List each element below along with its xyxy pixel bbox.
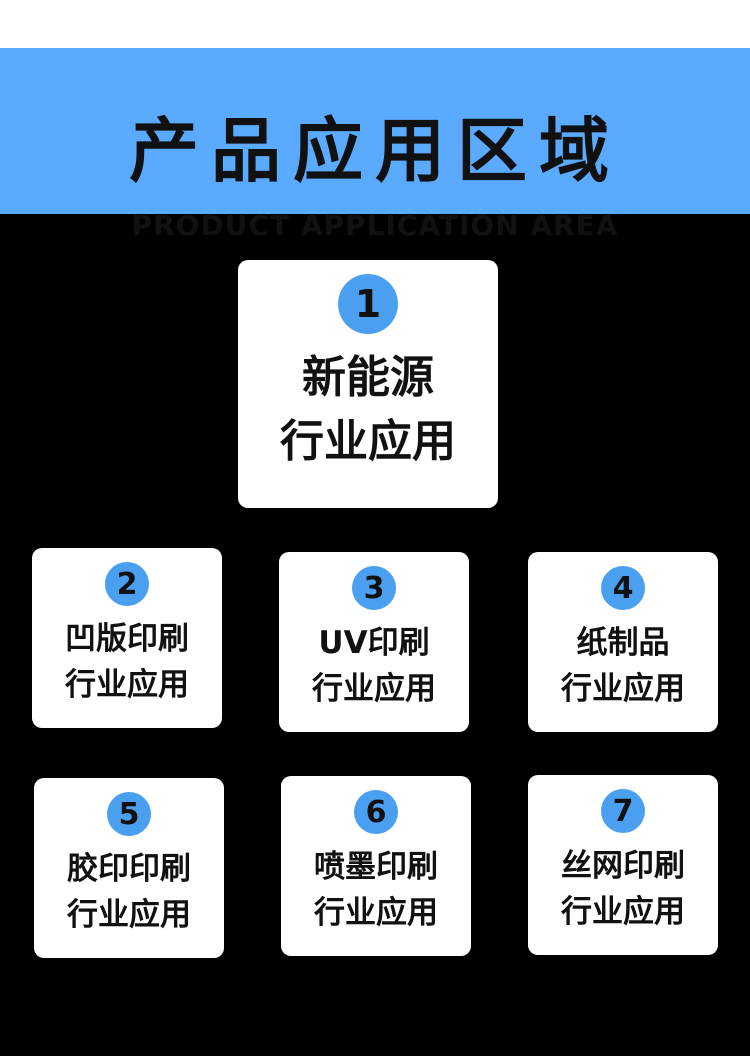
card-subtitle: 行业应用 [312, 671, 436, 707]
application-card-new-energy: 1 新能源 行业应用 [238, 260, 498, 508]
card-title: 丝网印刷 [561, 848, 685, 884]
card-title: UV印刷 [318, 625, 430, 661]
card-title: 纸制品 [576, 625, 670, 661]
number-badge: 7 [601, 789, 645, 833]
card-title: 喷墨印刷 [314, 849, 438, 885]
card-subtitle: 行业应用 [561, 671, 685, 707]
card-title: 新能源 [302, 352, 434, 403]
card-subtitle: 行业应用 [280, 416, 456, 467]
number-badge: 3 [352, 566, 396, 610]
number-badge: 2 [105, 562, 149, 606]
application-card-gravure-printing: 2 凹版印刷 行业应用 [32, 548, 222, 728]
application-card-inkjet-printing: 6 喷墨印刷 行业应用 [281, 776, 471, 956]
page-title: 产品应用区域 [129, 110, 621, 192]
card-subtitle: 行业应用 [65, 667, 189, 703]
card-title: 凹版印刷 [65, 621, 189, 657]
page-subtitle: PRODUCT APPLICATION AREA [131, 209, 619, 242]
number-badge: 1 [338, 274, 398, 334]
card-subtitle: 行业应用 [314, 895, 438, 931]
header-banner: 产品应用区域 PRODUCT APPLICATION AREA [0, 48, 750, 240]
application-card-offset-printing: 5 胶印印刷 行业应用 [34, 778, 224, 958]
card-subtitle: 行业应用 [561, 894, 685, 930]
number-badge: 4 [601, 566, 645, 610]
number-badge: 5 [107, 792, 151, 836]
card-subtitle: 行业应用 [67, 897, 191, 933]
card-title: 胶印印刷 [67, 851, 191, 887]
number-badge: 6 [354, 790, 398, 834]
application-card-uv-printing: 3 UV印刷 行业应用 [279, 552, 469, 732]
application-card-screen-printing: 7 丝网印刷 行业应用 [528, 775, 718, 955]
top-white-strip [0, 0, 750, 48]
application-card-paper-products: 4 纸制品 行业应用 [528, 552, 718, 732]
